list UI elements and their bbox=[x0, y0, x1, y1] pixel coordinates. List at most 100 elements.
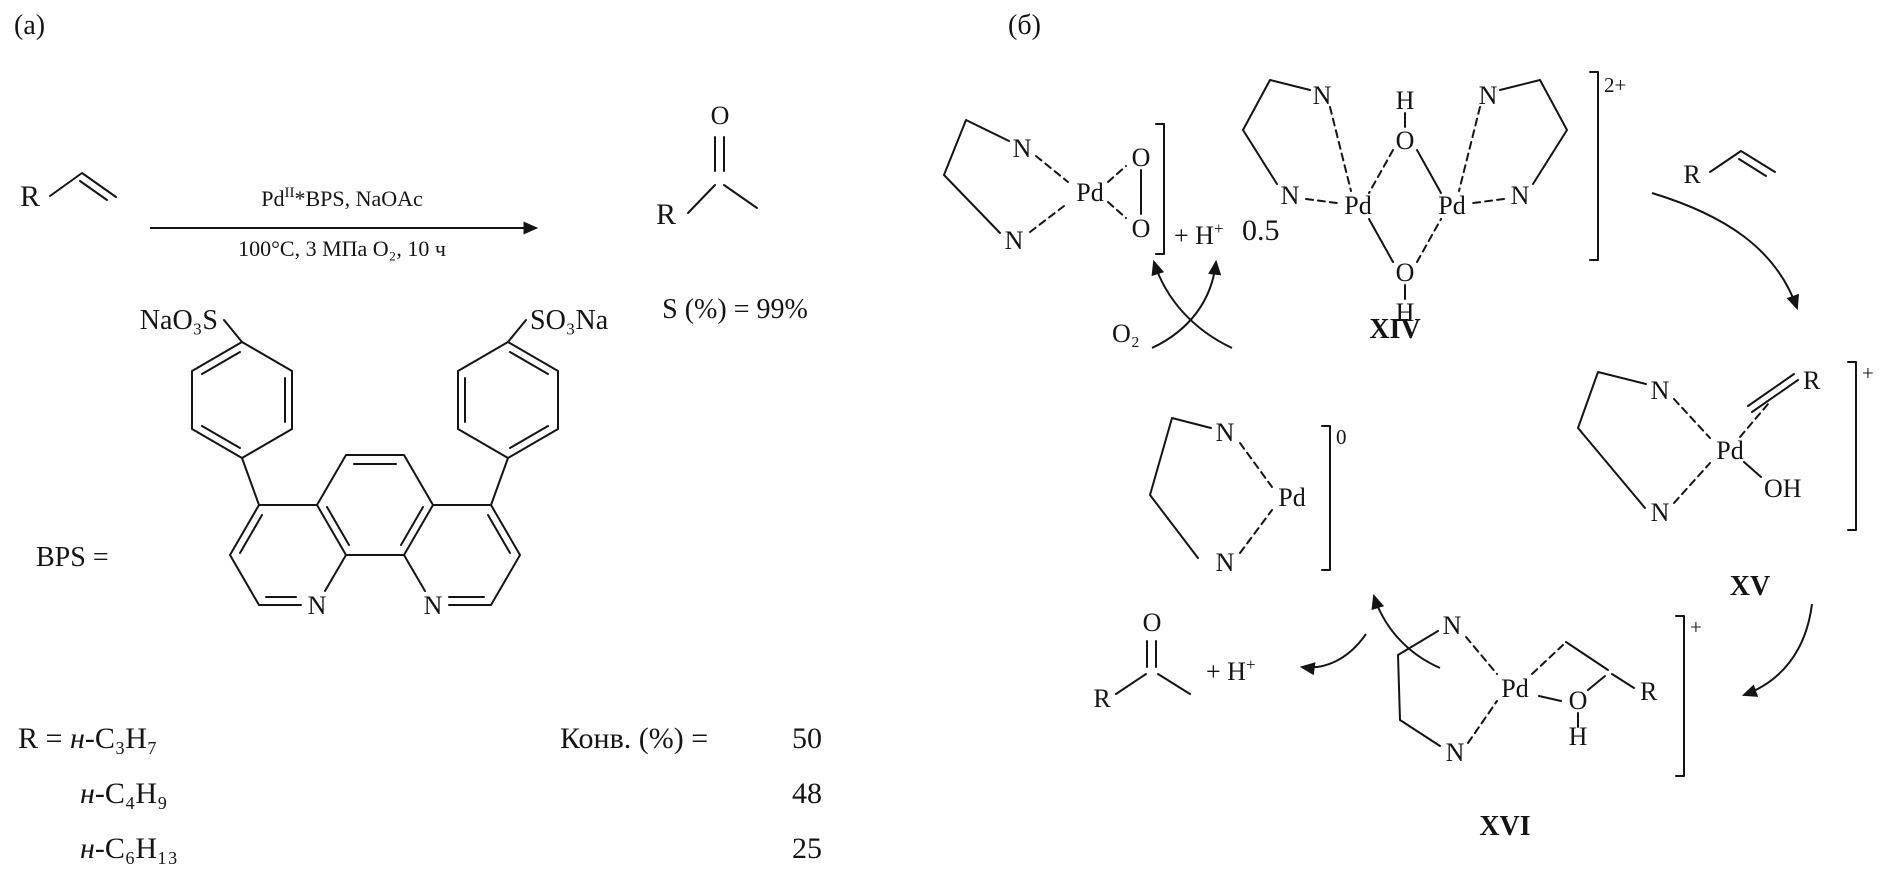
conditions-pd: Pd bbox=[261, 186, 284, 211]
xiv-bracket bbox=[1589, 71, 1599, 261]
product-r-label: R bbox=[656, 198, 676, 231]
r-row-3-formula: -C₆H₁₃ bbox=[95, 832, 178, 865]
phenanthroline-n-right-label: N bbox=[424, 591, 443, 620]
xiv-species-label: XIV bbox=[1369, 314, 1420, 345]
plus-h-sup-2: + bbox=[1246, 655, 1256, 674]
phenanthroline-skeleton bbox=[223, 319, 527, 606]
pd0-bracket bbox=[1321, 425, 1331, 571]
r-substituent-row-3: н-C₆H₁₃ bbox=[80, 832, 178, 865]
pd0-complex: N N Pd 0 bbox=[1149, 417, 1347, 577]
peroxo-pd-label: Pd bbox=[1076, 178, 1103, 207]
xiv-n-bottom-left-label: N bbox=[1281, 181, 1300, 210]
conversion-value-1: 50 bbox=[792, 722, 822, 755]
bps-equals-label: BPS = bbox=[36, 542, 109, 573]
plus-h-label-top: + H+ bbox=[1174, 219, 1224, 250]
r-row-1-formula: -C₃H₇ bbox=[85, 722, 158, 755]
arrow-xv-to-xvi bbox=[1741, 603, 1813, 697]
product-o-label: O bbox=[711, 101, 730, 130]
panel-b: (б) N N Pd O O + H+ 0.5 O₂ H O O H Pd bbox=[943, 10, 1874, 842]
peroxo-bracket bbox=[1155, 123, 1165, 255]
xvi-pd-label: Pd bbox=[1501, 674, 1528, 703]
r-row-1-prefix: R = bbox=[18, 722, 70, 755]
xiv-pd-right-label: Pd bbox=[1438, 191, 1465, 220]
plus-h-text: + H bbox=[1174, 221, 1214, 250]
r-row-3-n-italic: н bbox=[80, 832, 95, 865]
xvi-o-label: O bbox=[1569, 686, 1588, 715]
conversion-value-3: 25 bbox=[792, 832, 822, 865]
ketone-r-label: R bbox=[1093, 684, 1111, 713]
xvi-n-top-label: N bbox=[1443, 611, 1462, 640]
r-substituent-row-2: н-C₄H₉ bbox=[80, 777, 167, 810]
coefficient-label: 0.5 bbox=[1242, 214, 1280, 247]
conversion-value-2: 48 bbox=[792, 777, 822, 810]
xvi-r-label: R bbox=[1640, 677, 1658, 706]
conversion-label: Конв. (%) = bbox=[560, 722, 708, 755]
plus-h-text-2: + H bbox=[1206, 657, 1246, 686]
xiv-n-top-right-label: N bbox=[1479, 81, 1498, 110]
r-substituent-row-1: R = н-C₃H₇ bbox=[18, 722, 157, 755]
panel-a: (а) R PdII*BPS, NaOAc 100°C, 3 МПа O₂, 1… bbox=[14, 10, 822, 865]
pd0-charge-label: 0 bbox=[1336, 425, 1347, 449]
xvi-h-label: H bbox=[1569, 722, 1588, 751]
ketone-o-label: O bbox=[1143, 608, 1162, 637]
arrow-ketone-release bbox=[1299, 633, 1367, 676]
xv-r-label: R bbox=[1803, 366, 1821, 395]
pd0-ligand-skeleton bbox=[1149, 417, 1212, 559]
product-ketone-skeleton bbox=[687, 136, 758, 214]
xv-n-bottom-label: N bbox=[1651, 498, 1670, 527]
peroxo-n-bottom-label: N bbox=[1005, 226, 1024, 255]
peroxo-ligand-skeleton bbox=[943, 119, 1142, 234]
xvi-n-bottom-label: N bbox=[1446, 738, 1465, 767]
conditions-oxidation-state: II bbox=[284, 185, 294, 201]
reactant-r-label: R bbox=[20, 180, 40, 213]
phenanthroline-n-left-label: N bbox=[308, 591, 327, 620]
ketone-skeleton bbox=[1115, 640, 1191, 695]
xiv-n-bottom-right-label: N bbox=[1511, 181, 1530, 210]
panel-b-label: (б) bbox=[1008, 10, 1041, 41]
xiv-o-top-label: O bbox=[1396, 126, 1415, 155]
xiv-coordination-bonds bbox=[1305, 106, 1505, 263]
conditions-ligand-base: *BPS, NaOAc bbox=[294, 186, 423, 211]
xv-bracket bbox=[1847, 361, 1857, 531]
ketone-product: O R + H+ bbox=[1093, 608, 1255, 713]
xiv-h-bottom-label: H bbox=[1396, 298, 1415, 327]
r-row-1-n-italic: н bbox=[70, 722, 85, 755]
xiv-skeleton bbox=[1242, 79, 1568, 300]
plus-h-sup: + bbox=[1214, 219, 1224, 238]
pd0-n-bottom-label: N bbox=[1216, 548, 1235, 577]
pd0-n-top-label: N bbox=[1216, 418, 1235, 447]
phenanthroline-double-bonds bbox=[239, 463, 511, 598]
reactant-alkene-skeleton bbox=[49, 172, 117, 201]
alkene-skeleton bbox=[1709, 150, 1776, 177]
complex-xv: N N Pd R OH + XV bbox=[1577, 361, 1874, 697]
peroxo-complex: N N Pd O O + H+ 0.5 O₂ bbox=[943, 119, 1280, 349]
dimer-xiv: H O O H Pd Pd N N N N 2+ XIV bbox=[1242, 71, 1626, 345]
left-phenyl-ring bbox=[191, 341, 293, 459]
xv-skeleton bbox=[1577, 371, 1799, 509]
xiv-o-bottom-label: O bbox=[1396, 258, 1415, 287]
arrow-pd0-to-peroxo bbox=[1151, 259, 1233, 349]
xvi-bracket bbox=[1675, 615, 1685, 777]
right-phenyl-ring bbox=[457, 341, 559, 459]
peroxo-o-top-label: O bbox=[1132, 143, 1151, 172]
incoming-alkene: R bbox=[1651, 150, 1800, 311]
xiv-pd-left-label: Pd bbox=[1344, 191, 1371, 220]
complex-xvi: N N Pd O H R + XVI bbox=[1299, 593, 1702, 842]
xv-oh-label: OH bbox=[1764, 474, 1802, 503]
pd0-pd-label: Pd bbox=[1278, 483, 1305, 512]
xv-charge-label: + bbox=[1862, 361, 1874, 385]
xiv-charge-label: 2+ bbox=[1604, 73, 1626, 97]
xv-species-label: XV bbox=[1730, 571, 1770, 602]
xv-pd-label: Pd bbox=[1716, 436, 1743, 465]
conditions-top: PdII*BPS, NaOAc bbox=[261, 185, 423, 211]
r-row-2-formula: -C₄H₉ bbox=[95, 777, 168, 810]
xvi-charge-label: + bbox=[1690, 615, 1702, 639]
xv-coordination-bonds bbox=[1673, 398, 1769, 504]
xvi-species-label: XVI bbox=[1479, 811, 1530, 842]
peroxo-o-bottom-label: O bbox=[1132, 214, 1151, 243]
sulfonate-right-label: SO₃Na bbox=[530, 305, 609, 336]
panel-a-label: (а) bbox=[14, 10, 45, 41]
xv-n-top-label: N bbox=[1651, 376, 1670, 405]
plus-h-label-bottom: + H+ bbox=[1206, 655, 1256, 686]
